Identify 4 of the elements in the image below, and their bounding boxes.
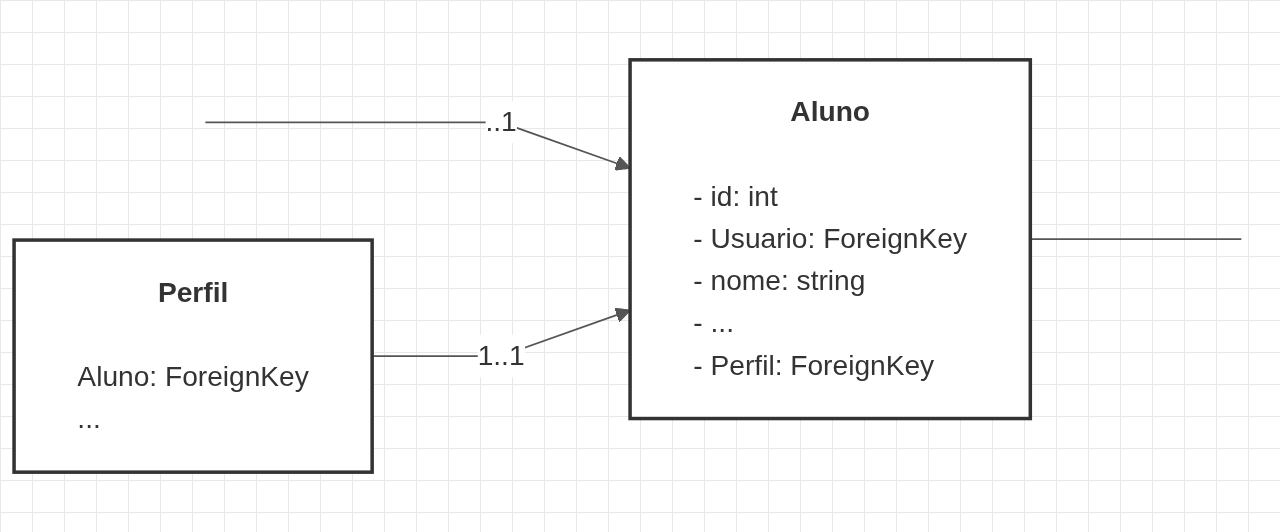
node-box: Perfil Aluno: ForeignKey ... [12, 238, 374, 474]
edge-label: ..1 [485, 106, 517, 137]
edge-label: 1..1 [477, 340, 525, 371]
node-box: Aluno - id: int - Usuario: ForeignKey - nome: string - ... - Perfil: ForeignKey [628, 58, 1033, 421]
